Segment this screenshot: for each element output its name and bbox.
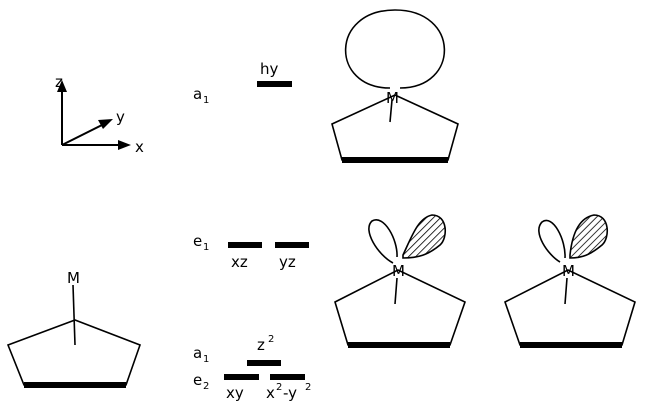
e1-level-bar-yz	[275, 242, 309, 248]
metal-label-upper: M	[386, 89, 399, 107]
hybrid-level-bar	[257, 81, 292, 87]
metal-bond-left	[72, 284, 76, 346]
e1-level: e 1 xz yz	[193, 232, 309, 271]
e2-label-sup1: 2	[276, 382, 282, 393]
metal-bond-right	[564, 277, 568, 305]
a1-label-base: z	[257, 336, 265, 354]
metal-label-mid: M	[392, 262, 405, 280]
a1-sym-sub: 1	[203, 354, 209, 365]
e1-label-xz: xz	[231, 253, 248, 271]
metal-bond-mid	[394, 277, 398, 305]
e2-label-y: -y	[283, 384, 297, 402]
e1-sym-sub: 1	[203, 242, 209, 253]
z-axis-label: z	[55, 73, 63, 91]
x-arrowhead	[118, 140, 131, 150]
hybrid-level: a 1 hy	[193, 60, 292, 106]
e2-sym-sub: 2	[203, 381, 209, 392]
a1-label-sup: 2	[268, 334, 274, 345]
metal-label-right: M	[562, 262, 575, 280]
e1a-hatched-lobe	[402, 214, 447, 259]
e1b-open-lobe	[538, 219, 566, 263]
e1a-open-lobe	[368, 219, 398, 264]
cp-ring-right	[504, 269, 636, 346]
z-arrowhead	[57, 80, 67, 92]
y-arrowhead	[98, 119, 113, 129]
a1-level-bar	[247, 360, 281, 366]
hybrid-level-name: hy	[260, 60, 279, 78]
hybrid-sym-sub: 1	[203, 95, 209, 106]
y-axis-label: y	[116, 108, 125, 126]
e2-label-x: x	[266, 384, 275, 402]
hybrid-lobe	[344, 9, 446, 89]
metal-ring-bare	[6, 284, 142, 388]
e2-label-xy: xy	[226, 384, 244, 402]
cp-ring-upper	[331, 94, 459, 161]
metal-ring-hybrid	[331, 9, 459, 163]
e1-sym-main: e	[193, 232, 202, 250]
cp-ring-mid	[334, 269, 466, 346]
e1b-hatched-lobe	[569, 214, 609, 259]
e2-level-bar-x2y2	[270, 374, 305, 380]
e1-label-yz: yz	[279, 253, 296, 271]
a1-sym-main: a	[193, 344, 202, 362]
x-axis-label: x	[135, 138, 144, 156]
e2-label-sup2: 2	[305, 382, 311, 393]
e1-level-bar-xz	[228, 242, 262, 248]
a1-level: a 1 z 2	[193, 334, 281, 366]
metal-ring-e1-a	[334, 214, 466, 348]
e2-level: e 2 xy x 2 -y 2	[193, 371, 311, 402]
hybrid-sym-main: a	[193, 85, 202, 103]
cp-ring-left	[6, 319, 142, 386]
metal-ring-e1-b	[504, 214, 636, 348]
y-axis	[61, 122, 107, 146]
metal-label-left: M	[67, 269, 80, 287]
e2-level-bar-xy	[224, 374, 259, 380]
e2-sym-main: e	[193, 371, 202, 389]
coordinate-axes	[57, 80, 131, 150]
metal-bond-upper	[389, 99, 393, 123]
